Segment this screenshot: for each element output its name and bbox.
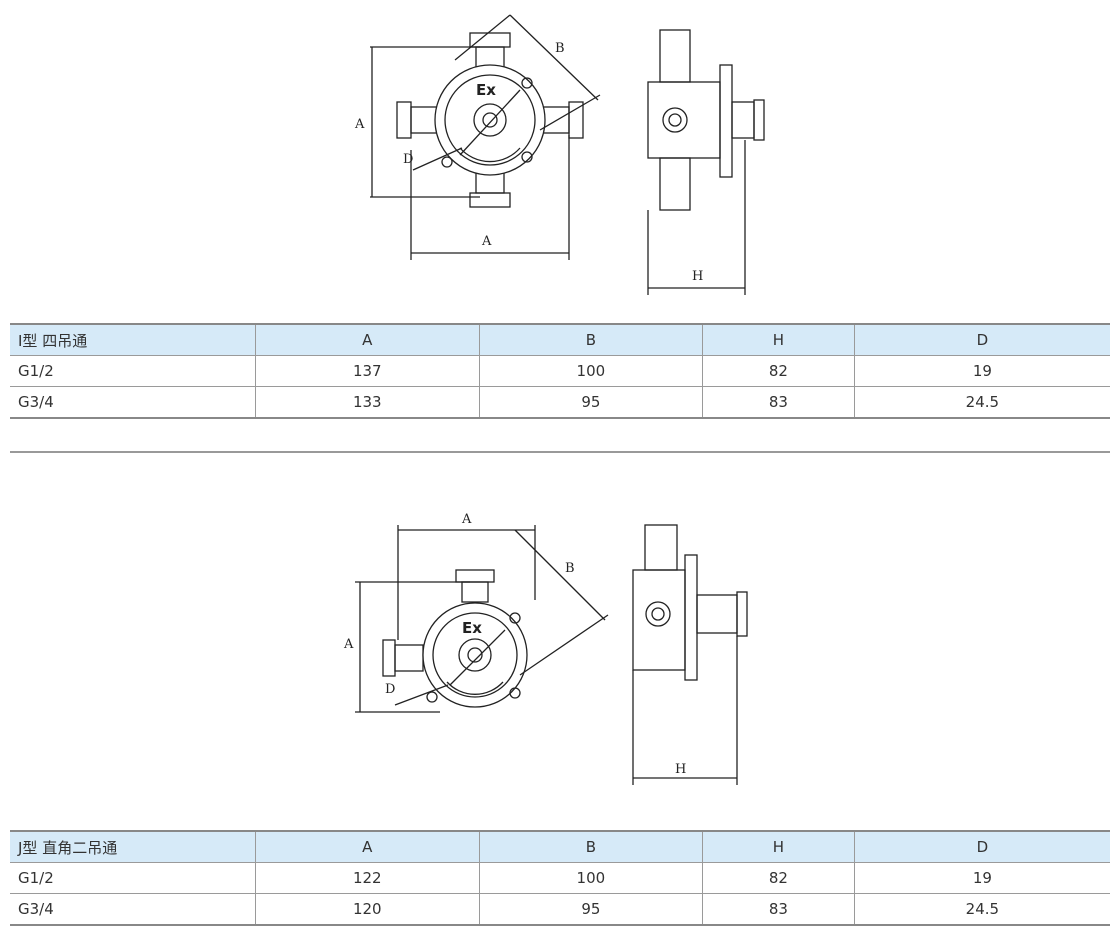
dim-a-horizontal-label: A (481, 234, 492, 249)
cell: 122 (255, 862, 480, 894)
cell: 19 (853, 862, 1110, 894)
cell: 120 (255, 893, 480, 926)
ex-mark: Ex (476, 81, 496, 99)
cell: 137 (255, 355, 480, 387)
cell: 83 (702, 386, 855, 419)
header-cell: H (702, 830, 855, 863)
header-cell: D (853, 830, 1110, 863)
dim-h-label: H (692, 269, 703, 284)
cell: 19 (853, 355, 1110, 387)
header-cell: B (478, 323, 703, 356)
cell: 133 (255, 386, 480, 419)
header-cell: H (702, 323, 855, 356)
dim-b-label: B (565, 561, 575, 576)
header-cell: I型 四吊通 (10, 323, 256, 356)
dim-a-horizontal-label: A (461, 512, 472, 527)
header-cell: B (478, 830, 703, 863)
dim-b-label: B (555, 41, 565, 56)
header-cell: D (853, 323, 1110, 356)
cell: 24.5 (853, 386, 1110, 419)
cell: G3/4 (10, 386, 256, 419)
header-cell: J型 直角二吊通 (10, 830, 256, 863)
dim-a-vertical-label: A (343, 637, 354, 652)
cell: G1/2 (10, 862, 256, 894)
cell: 82 (702, 862, 855, 894)
cell: G3/4 (10, 893, 256, 926)
four-way-box-drawing: A A B D H Ex (354, 14, 765, 295)
header-cell: A (255, 830, 480, 863)
dim-d-label: D (403, 152, 413, 167)
dim-h-label: H (675, 762, 686, 777)
cell: 100 (478, 355, 703, 387)
cell: 82 (702, 355, 855, 387)
cell: 95 (478, 893, 703, 926)
dim-d-label: D (385, 682, 395, 697)
cell: 24.5 (853, 893, 1110, 926)
cell: 100 (478, 862, 703, 894)
ex-mark: Ex (462, 619, 482, 637)
section-divider (10, 451, 1110, 453)
dim-a-vertical-label: A (354, 117, 365, 132)
header-cell: A (255, 323, 480, 356)
right-angle-box-drawing: A A B D H Ex (343, 512, 748, 785)
cell: 83 (702, 893, 855, 926)
cell: G1/2 (10, 355, 256, 387)
cell: 95 (478, 386, 703, 419)
